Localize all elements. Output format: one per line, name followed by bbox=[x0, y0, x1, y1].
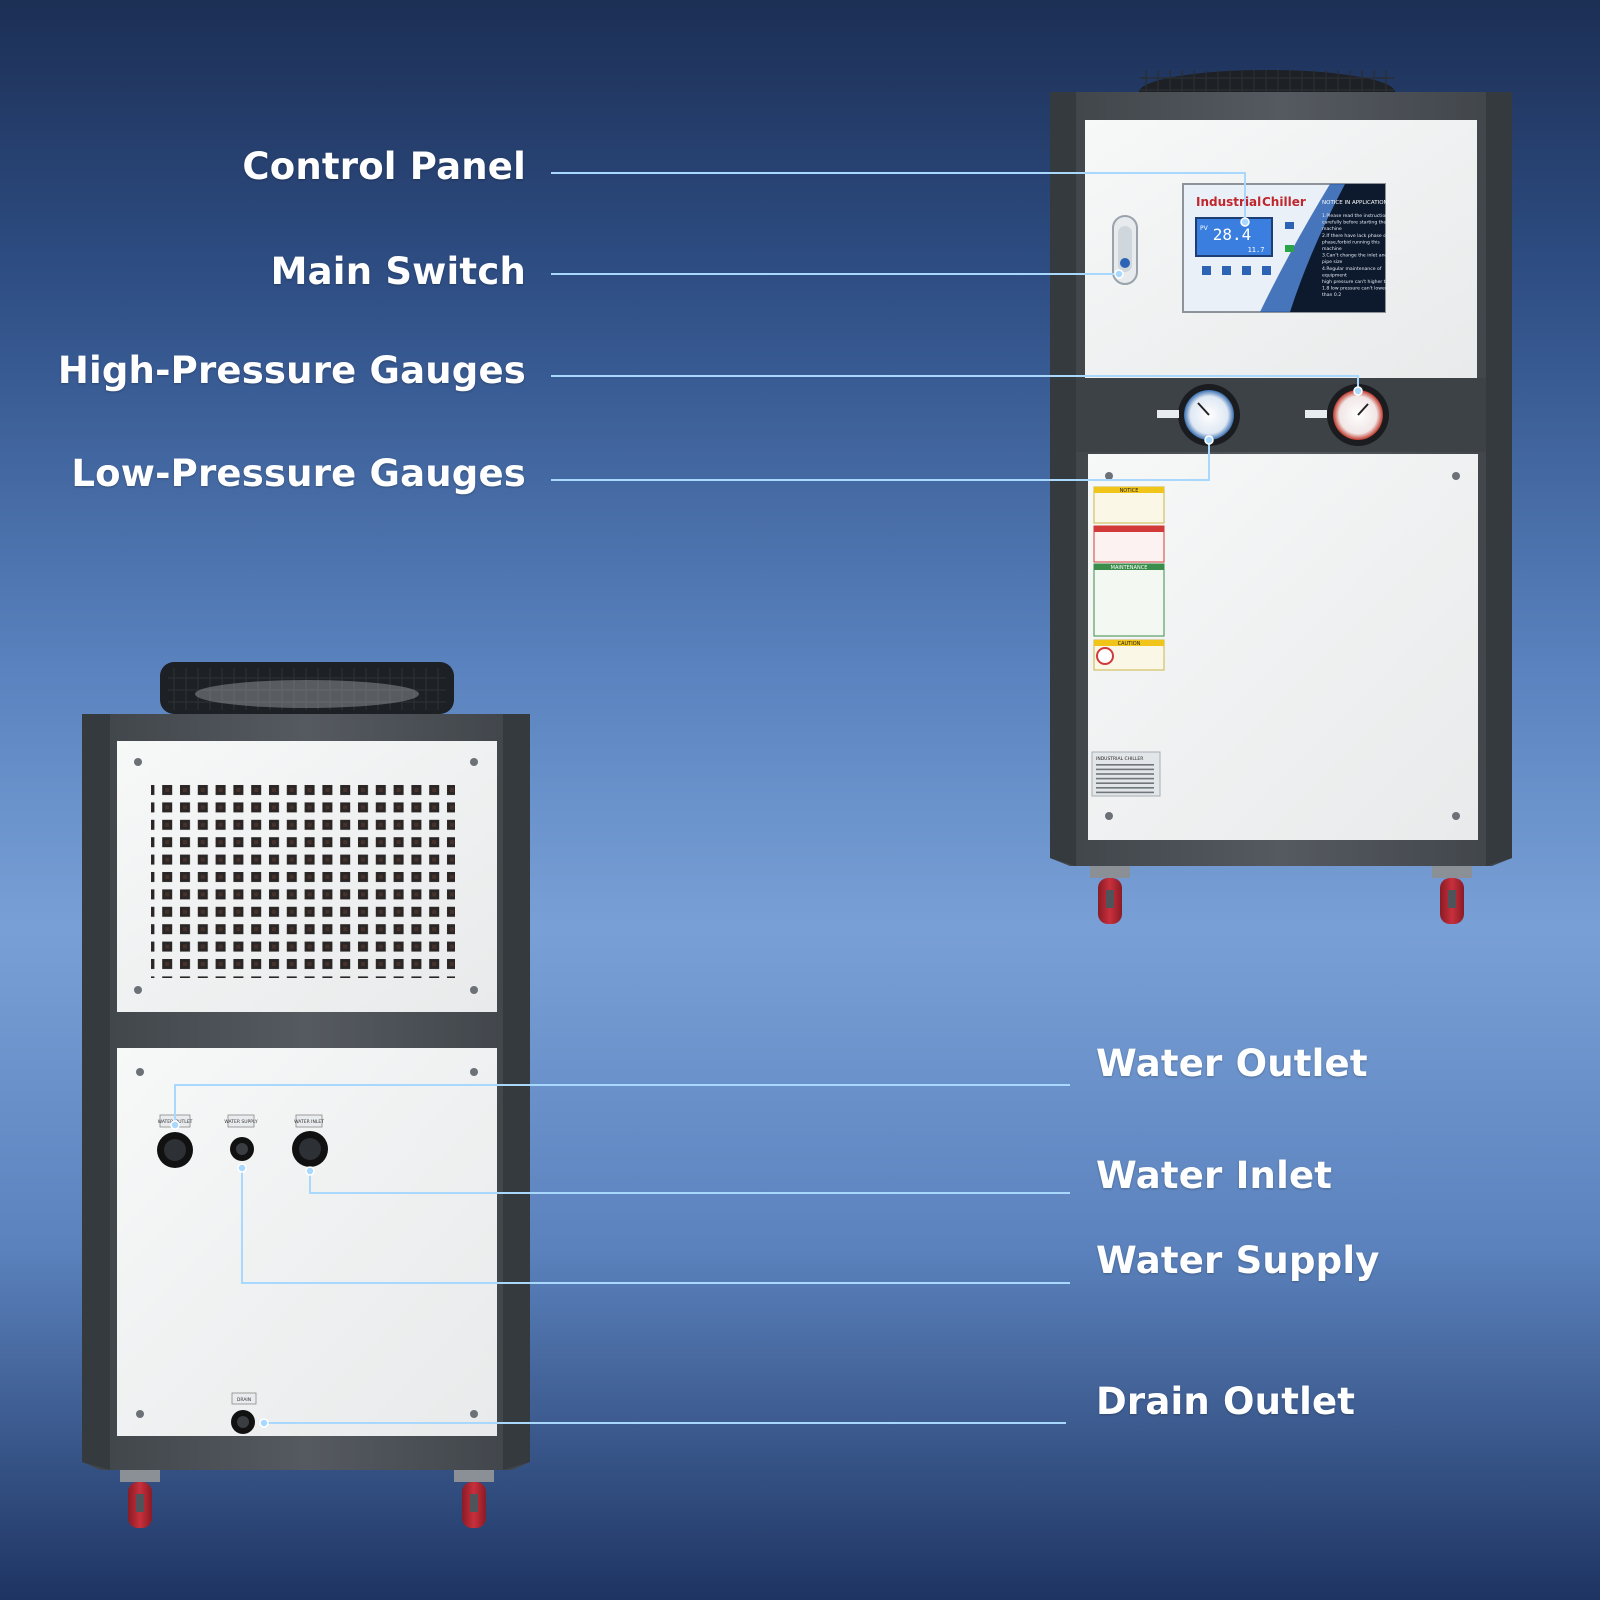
notice-lines: 1.Please read the instructionscarefully … bbox=[1322, 213, 1402, 298]
nameplate-row bbox=[1096, 787, 1154, 789]
maintenance-sticker-title: MAINTENANCE bbox=[1111, 565, 1148, 571]
leader-water-supply bbox=[241, 1168, 1070, 1284]
notice-line: 3.Can't change the inlet and outlet bbox=[1322, 253, 1402, 259]
notice-line: 1.8 low pressure can't lower bbox=[1322, 286, 1387, 292]
nameplate-row bbox=[1096, 768, 1154, 771]
control-panel: Industrial Chiller PV 28.4 11.7 NOTICE I… bbox=[1182, 183, 1402, 313]
nameplate-row bbox=[1096, 791, 1154, 794]
notice-line: phase,forbid running this bbox=[1322, 239, 1380, 245]
nameplate-row bbox=[1096, 777, 1154, 780]
notice-line: carefully before starting the bbox=[1322, 220, 1386, 226]
notice-line: high pressure can't higher than bbox=[1322, 279, 1394, 285]
leader-low-pressure bbox=[551, 440, 1210, 481]
chiller-front-unit: Industrial Chiller PV 28.4 11.7 NOTICE I… bbox=[1050, 70, 1512, 924]
nameplate-row bbox=[1096, 764, 1154, 766]
main-switch-icon bbox=[1112, 215, 1138, 285]
callout-control-panel: Control Panel bbox=[242, 145, 526, 188]
callout-water-supply: Water Supply bbox=[1096, 1239, 1380, 1282]
brand-word-1: Industrial bbox=[1196, 195, 1261, 209]
caution-sticker-title: CAUTION bbox=[1118, 641, 1141, 647]
gauge-tag bbox=[1157, 410, 1179, 418]
notice-line: machine bbox=[1322, 226, 1342, 232]
notice-title: NOTICE IN APPLICATION bbox=[1322, 200, 1388, 206]
water-inlet-port: WATER INLET bbox=[292, 1114, 328, 1167]
notice-line: machine bbox=[1322, 246, 1342, 252]
port-label-drain: DRAIN bbox=[237, 1397, 251, 1403]
caster bbox=[1090, 866, 1130, 924]
caster bbox=[1432, 866, 1472, 924]
caster bbox=[120, 1470, 160, 1528]
notice-line: 2.If there have lack phase or fault bbox=[1322, 233, 1400, 239]
notice-line: equipment bbox=[1322, 272, 1347, 278]
condenser-vent bbox=[151, 780, 455, 978]
callout-drain-outlet: Drain Outlet bbox=[1096, 1380, 1356, 1423]
notice-line: pipe size bbox=[1322, 259, 1342, 265]
leader-control-panel bbox=[551, 172, 1246, 218]
drain-port: DRAIN bbox=[231, 1392, 257, 1434]
panel-button bbox=[1242, 266, 1251, 275]
callout-anchor-dots bbox=[170, 217, 1363, 1428]
pv-label: PV bbox=[1200, 225, 1209, 232]
nameplate-row bbox=[1096, 773, 1154, 775]
panel-button bbox=[1202, 266, 1211, 275]
notice-line: than 0.2 bbox=[1322, 292, 1341, 298]
leader-high-pressure bbox=[551, 375, 1359, 391]
port-label-supply: WATER SUPPLY bbox=[224, 1119, 258, 1125]
notice-line: 1.Please read the instructions bbox=[1322, 213, 1391, 219]
callout-water-outlet: Water Outlet bbox=[1096, 1042, 1368, 1085]
panel-button bbox=[1222, 266, 1231, 275]
callout-main-switch: Main Switch bbox=[270, 250, 526, 293]
port-label-inlet: WATER INLET bbox=[294, 1119, 324, 1125]
display-main-value: 28.4 bbox=[1213, 225, 1252, 244]
indicator-light bbox=[1285, 222, 1294, 229]
callout-high-pressure-gauges: High-Pressure Gauges bbox=[57, 349, 526, 392]
nameplate-title: INDUSTRIAL CHILLER bbox=[1096, 756, 1143, 762]
high-pressure-gauge bbox=[1305, 384, 1389, 446]
display-set-value: 11.7 bbox=[1248, 246, 1265, 254]
chiller-rear-unit: WATER OUTLET WATER SUPPLY WATER INLET DR… bbox=[82, 662, 530, 1528]
notice-line: 4.Regular maintenance of bbox=[1322, 266, 1382, 272]
warning-sticker: NOTICE MAINTENANCE CAUTION bbox=[1093, 486, 1165, 671]
brand-word-2: Chiller bbox=[1262, 195, 1306, 209]
callout-water-inlet: Water Inlet bbox=[1096, 1154, 1333, 1197]
nameplate-row bbox=[1096, 782, 1154, 784]
nameplate: INDUSTRIAL CHILLER bbox=[1091, 751, 1161, 797]
indicator-light bbox=[1285, 245, 1294, 252]
gauge-tag bbox=[1305, 410, 1327, 418]
notice-sticker-title: NOTICE bbox=[1120, 488, 1139, 494]
panel-button bbox=[1262, 266, 1271, 275]
callout-leader-lines bbox=[174, 172, 1359, 1424]
low-pressure-gauge bbox=[1157, 384, 1240, 446]
callout-low-pressure-gauges: Low-Pressure Gauges bbox=[71, 452, 526, 495]
water-supply-port: WATER SUPPLY bbox=[224, 1114, 258, 1161]
leader-water-outlet bbox=[174, 1084, 1070, 1123]
leader-water-inlet bbox=[309, 1171, 1070, 1194]
caster bbox=[454, 1470, 494, 1528]
